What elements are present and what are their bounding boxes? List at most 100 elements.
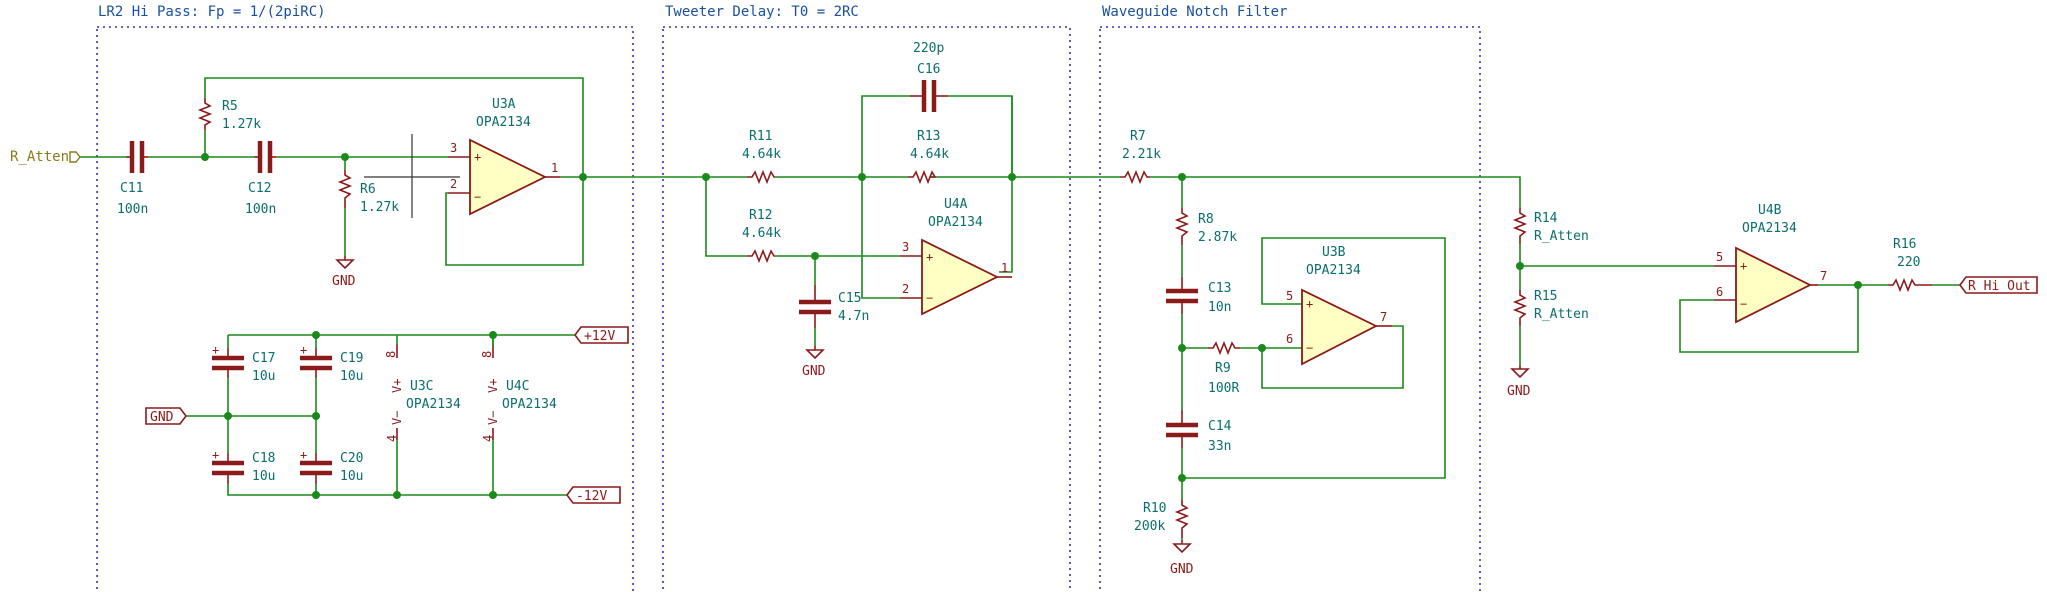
capacitor-c16[interactable]: C16 220p <box>910 41 948 112</box>
resistor-r13[interactable]: R13 4.64k <box>908 129 949 185</box>
capacitor-c12[interactable]: C12 100n <box>245 141 276 217</box>
r6-value: 1.27k <box>360 200 399 215</box>
capacitor-c14[interactable]: C14 33n <box>1166 410 1232 454</box>
port-r-hi-out[interactable]: R_Hi_Out <box>1959 276 2038 294</box>
opamp-u3b[interactable]: + − 5 6 7 U3B OPA2134 <box>1286 245 1392 366</box>
resistor-r11[interactable]: R11 4.64k <box>742 129 781 185</box>
r13-value: 4.64k <box>910 147 949 162</box>
port-r-atten-label: R_Atten <box>10 149 69 165</box>
c17-value: 10u <box>252 369 275 384</box>
gnd-label-r10: GND <box>1170 562 1194 577</box>
capacitor-c20[interactable]: + C20 10u <box>300 448 363 484</box>
section-box-hipass <box>96 26 634 592</box>
c17-plus-mark: + <box>212 343 219 357</box>
port-plus12v-label: +12V <box>584 329 615 344</box>
capacitor-c11[interactable]: C11 100n <box>117 141 148 217</box>
r11-value: 4.64k <box>742 147 781 162</box>
resistor-r10[interactable]: R10 200k <box>1134 500 1190 538</box>
c13-value: 10n <box>1208 300 1231 315</box>
port-plus12v[interactable]: +12V <box>574 326 629 344</box>
r9-value: 100R <box>1208 381 1239 396</box>
u4a-pin1: 1 <box>1001 261 1008 275</box>
resistor-r12[interactable]: R12 4.64k <box>742 208 781 264</box>
capacitor-c17[interactable]: + C17 10u <box>212 343 275 384</box>
r16-ref: R16 <box>1893 237 1916 252</box>
u3a-pin1: 1 <box>551 161 558 175</box>
port-gnd[interactable]: GND <box>145 407 187 425</box>
gnd-label-c15: GND <box>802 364 826 379</box>
c11-ref: C11 <box>120 181 143 196</box>
r8-ref: R8 <box>1198 212 1214 227</box>
u4b-ref: U4B <box>1758 203 1782 218</box>
u4b-pin6: 6 <box>1716 285 1723 299</box>
r10-ref: R10 <box>1143 501 1166 516</box>
u3a-minus: − <box>474 190 481 204</box>
ground-symbol-c15: GND <box>802 346 826 379</box>
capacitor-c19[interactable]: + C19 10u <box>300 343 363 384</box>
opamp-u3a[interactable]: + − 3 2 1 U3A OPA2134 <box>448 97 560 216</box>
capacitor-c15[interactable]: C15 4.7n <box>799 285 869 328</box>
c20-ref: C20 <box>340 451 363 466</box>
ground-symbol-r10: GND <box>1170 540 1194 577</box>
u3c-ref: U3C <box>410 379 433 394</box>
r15-ref: R15 <box>1534 289 1557 304</box>
r12-ref: R12 <box>749 208 772 223</box>
resistor-r14[interactable]: R14 R_Atten <box>1512 208 1589 244</box>
resistor-r8[interactable]: R8 2.87k <box>1174 208 1237 245</box>
u4a-pin2: 2 <box>902 282 909 296</box>
opamp-u4a[interactable]: + − 3 2 1 U4A OPA2134 <box>900 197 1012 316</box>
c19-value: 10u <box>340 369 363 384</box>
section-title-notch: Waveguide Notch Filter <box>1102 4 1287 20</box>
u4a-minus: − <box>926 291 933 305</box>
opamp-power-u4c[interactable]: 8 4 V+ V− U4C OPA2134 <box>480 346 557 442</box>
opamp-u4b[interactable]: + − 5 6 7 U4B OPA2134 <box>1714 203 1827 324</box>
c15-value: 4.7n <box>838 309 869 324</box>
port-minus12v-label: -12V <box>576 489 607 504</box>
u4a-value: OPA2134 <box>928 215 983 230</box>
port-gnd-label: GND <box>150 410 174 425</box>
u3a-pin3: 3 <box>450 141 457 155</box>
c15-ref: C15 <box>838 291 861 306</box>
resistor-r5[interactable]: R5 1.27k <box>197 98 261 132</box>
capacitor-c18[interactable]: + C18 10u <box>212 448 275 484</box>
u4b-value: OPA2134 <box>1742 221 1797 236</box>
u3a-pin2: 2 <box>450 177 457 191</box>
c11-value: 100n <box>117 202 148 217</box>
c13-ref: C13 <box>1208 281 1231 296</box>
c17-ref: C17 <box>252 351 275 366</box>
u3b-plus: + <box>1306 297 1313 311</box>
c18-value: 10u <box>252 469 275 484</box>
resistor-r15[interactable]: R15 R_Atten <box>1512 289 1589 326</box>
u4a-ref: U4A <box>944 197 968 212</box>
ground-symbol-r6: GND <box>332 256 356 289</box>
wires <box>78 77 1960 540</box>
resistor-r7[interactable]: R7 2.21k <box>1120 129 1161 185</box>
capacitor-c13[interactable]: C13 10n <box>1166 277 1231 315</box>
c19-ref: C19 <box>340 351 363 366</box>
u4b-minus: − <box>1740 297 1747 311</box>
ground-symbol-r15: GND <box>1507 365 1531 399</box>
u3b-value: OPA2134 <box>1306 263 1361 278</box>
c20-value: 10u <box>340 469 363 484</box>
c20-plus-mark: + <box>300 448 307 462</box>
u3b-pin5: 5 <box>1286 289 1293 303</box>
cursor-crosshair <box>364 134 460 218</box>
port-minus12v[interactable]: -12V <box>566 486 621 504</box>
r14-ref: R14 <box>1534 211 1558 226</box>
c12-ref: C12 <box>248 181 271 196</box>
u3b-pin6: 6 <box>1286 332 1293 346</box>
u4c-ref: U4C <box>506 379 529 394</box>
u4b-plus: + <box>1740 259 1747 273</box>
u3b-ref: U3B <box>1322 245 1346 260</box>
u3c-vminus: V− <box>390 411 404 425</box>
port-r-atten[interactable]: R_Atten <box>10 149 81 165</box>
opamp-power-u3c[interactable]: 8 4 V+ V− U3C OPA2134 <box>384 344 461 442</box>
r8-value: 2.87k <box>1198 230 1237 245</box>
u3b-pin7: 7 <box>1380 310 1387 324</box>
resistor-r16[interactable]: R16 220 <box>1888 237 1932 293</box>
r5-value: 1.27k <box>222 117 261 132</box>
resistor-r9[interactable]: R9 100R <box>1208 340 1240 396</box>
resistor-r6[interactable]: R6 1.27k <box>337 170 399 215</box>
c16-ref: C16 <box>917 62 940 77</box>
